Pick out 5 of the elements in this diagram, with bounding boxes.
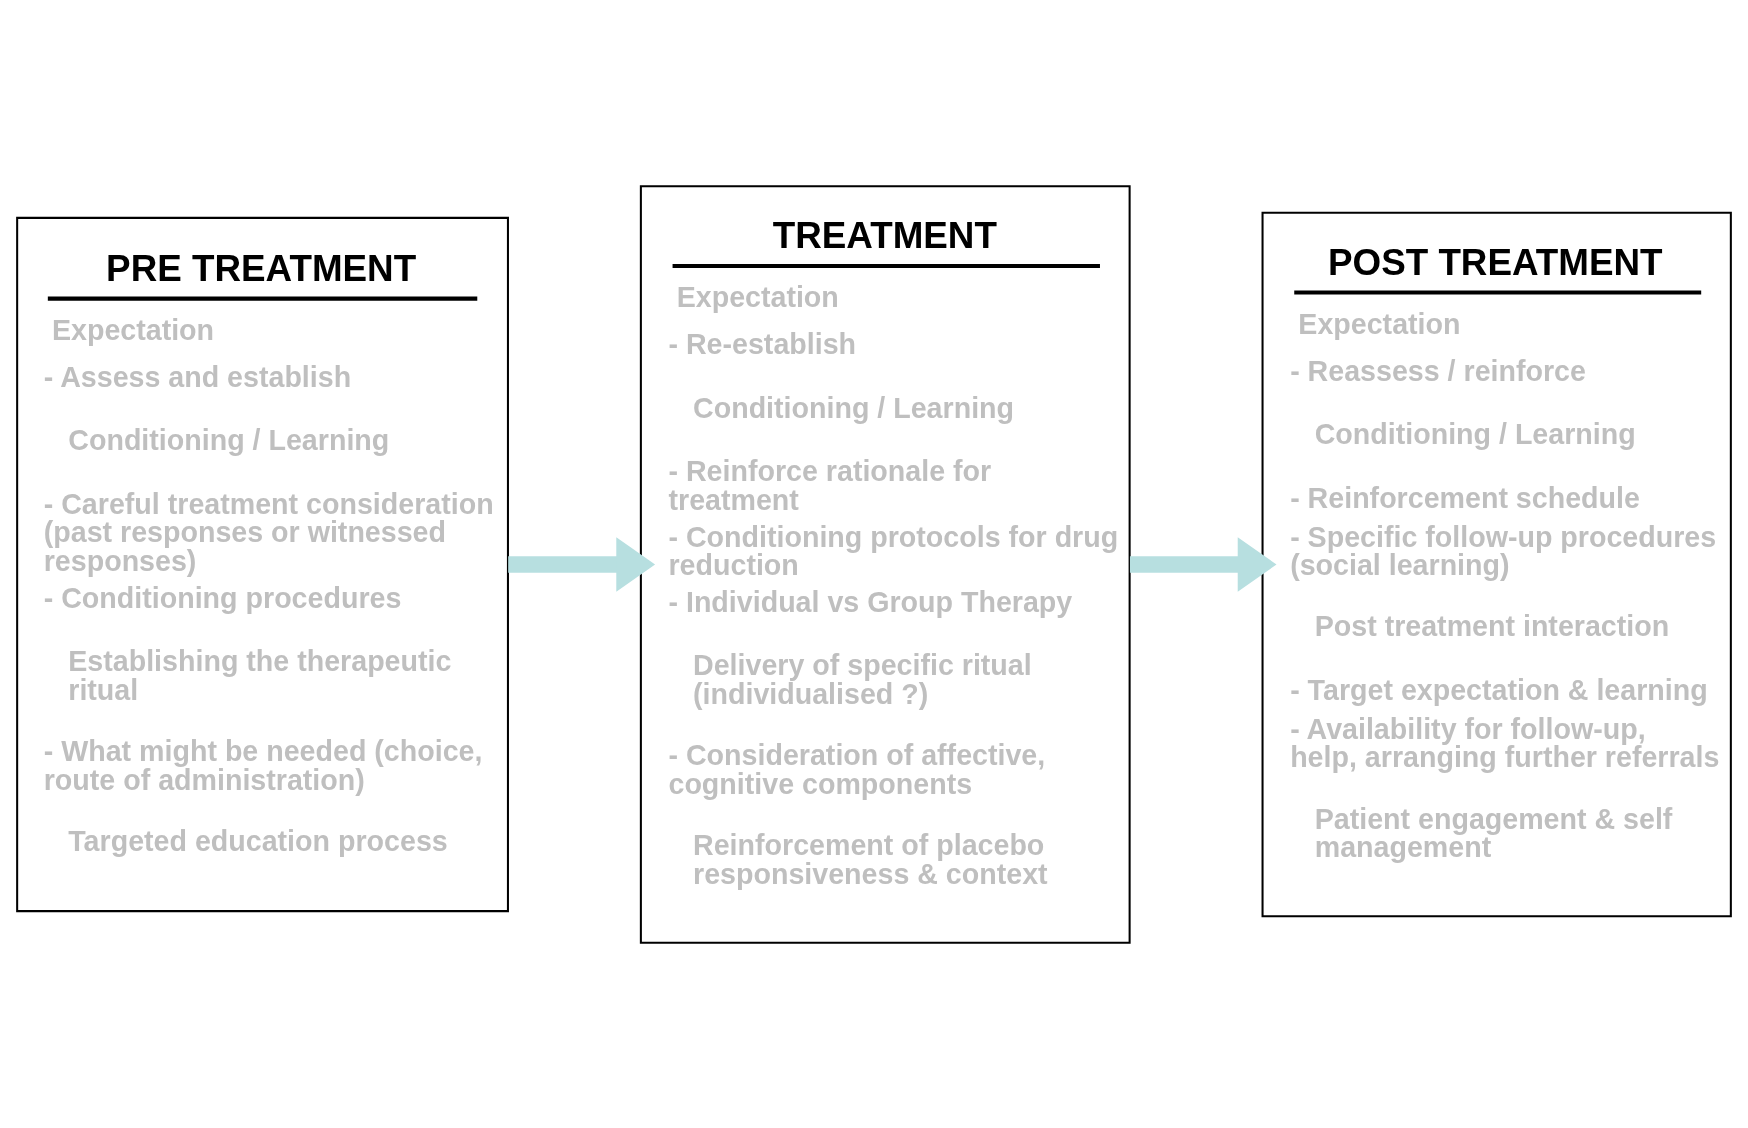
arrow xyxy=(508,536,656,592)
node-box: PRE TREATMENT Expectation - Assess and establish Conditioning / Learning - Careful treatment consideration (past responses or witnessed responses) - Conditioning procedures Establishing the therapeutic ritual - What might be needed (choice, route of administration) Targeted education process xyxy=(16,216,509,912)
arrow xyxy=(1129,536,1277,592)
node-box: TREATMENT Expectation - Re-establish Conditioning / Learning - Reinforce rationale for treatment - Conditioning protocols for drug reduction - Individual vs Group Therapy Delivery of specific ritual (individualised ?) - Consideration of affective, cognitive components Reinforcement of placebo responsiveness & context xyxy=(639,184,1131,944)
node-box: POST TREATMENT Expectation - Reassess / reinforce Conditioning / Learning - Reinforcement schedule - Specific follow-up procedures (social learning) Post treatment interaction - Target expectation & learning - Availability for follow-up, help, arranging further referrals Patient engagement & self management xyxy=(1261,211,1732,917)
